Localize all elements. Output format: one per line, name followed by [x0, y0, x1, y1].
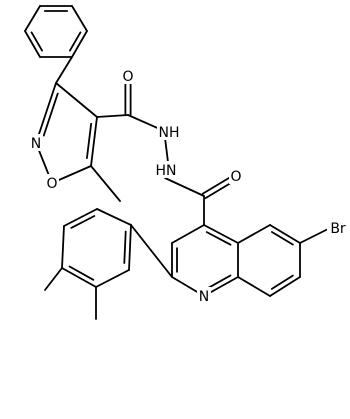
atom-o-carbonyl-top: O — [122, 69, 133, 85]
phenyl-isoxazole-bond — [55, 56, 73, 84]
phenyl-bond — [71, 30, 88, 58]
phenyl-bond-inner — [69, 31, 82, 52]
atom-nh: NH — [159, 125, 180, 141]
methyl-bond — [90, 165, 121, 202]
quinoline-bond-inner — [205, 231, 232, 246]
dimethylphenyl-bond — [61, 267, 97, 288]
dimethylphenyl-bond-inner — [70, 215, 96, 229]
isoxazole-bond — [55, 82, 98, 118]
atom-n-isoxazole-bg — [29, 134, 43, 151]
dimethylphenyl-bond — [128, 224, 132, 271]
benzo-bond — [237, 276, 271, 297]
atom-o-carbonyl-bottom: O — [230, 169, 241, 185]
benzo-bond — [269, 276, 301, 297]
methyl-bond — [44, 267, 63, 291]
isoxazole-bond — [35, 82, 57, 144]
benzo-bond — [237, 224, 271, 244]
aryl-quinoline-bond — [130, 224, 173, 278]
dimethylphenyl-bond — [96, 208, 132, 226]
atom-nh-bg — [157, 123, 181, 140]
atom-n-isoxazole: N — [31, 136, 41, 152]
n-n-bond — [164, 137, 169, 163]
isoxazole-bond-inner — [86, 122, 93, 159]
phenyl-bond — [24, 30, 41, 58]
dimethylphenyl-bond-inner — [68, 265, 95, 281]
atom-o-isoxazole: O — [46, 176, 57, 192]
dimethylphenyl-bond — [63, 208, 98, 227]
quinoline-bond — [203, 224, 239, 244]
atom-br: Br — [330, 221, 346, 237]
benzo-bond — [269, 224, 301, 244]
benzo-bond-inner — [270, 274, 294, 290]
quinoline-bond-inner — [205, 274, 232, 290]
phenyl-bond — [24, 5, 41, 32]
atom-n-quinoline-bg — [197, 287, 211, 304]
atom-hn-bg — [154, 161, 178, 178]
atom-o-carbonyl-bottom-bg — [229, 167, 243, 184]
atom-br-bg — [327, 219, 349, 236]
c-br-bond — [299, 227, 331, 244]
amide-n2-bond — [164, 177, 205, 197]
carbonyl-carbon-bond — [96, 114, 129, 118]
quinoline-bond — [171, 224, 205, 244]
dimethylphenyl-bond — [61, 225, 65, 269]
dimethylphenyl-bond — [95, 269, 130, 288]
atom-o-carbonyl-top-bg — [121, 67, 135, 84]
phenyl-bond — [71, 5, 88, 32]
carbonyl-bottom-b — [201, 174, 234, 195]
atom-n-quinoline: N — [199, 289, 209, 305]
isoxazole-bond — [90, 116, 98, 167]
phenyl-bond-inner — [30, 31, 43, 52]
atom-o-isoxazole-bg — [45, 174, 59, 191]
atom-hn: HN — [156, 163, 177, 179]
amide-n-bond — [127, 114, 163, 131]
benzo-bond-inner — [271, 231, 294, 246]
dimethylphenyl-bond-inner — [123, 230, 127, 264]
isoxazole-bond-inner — [42, 92, 59, 137]
